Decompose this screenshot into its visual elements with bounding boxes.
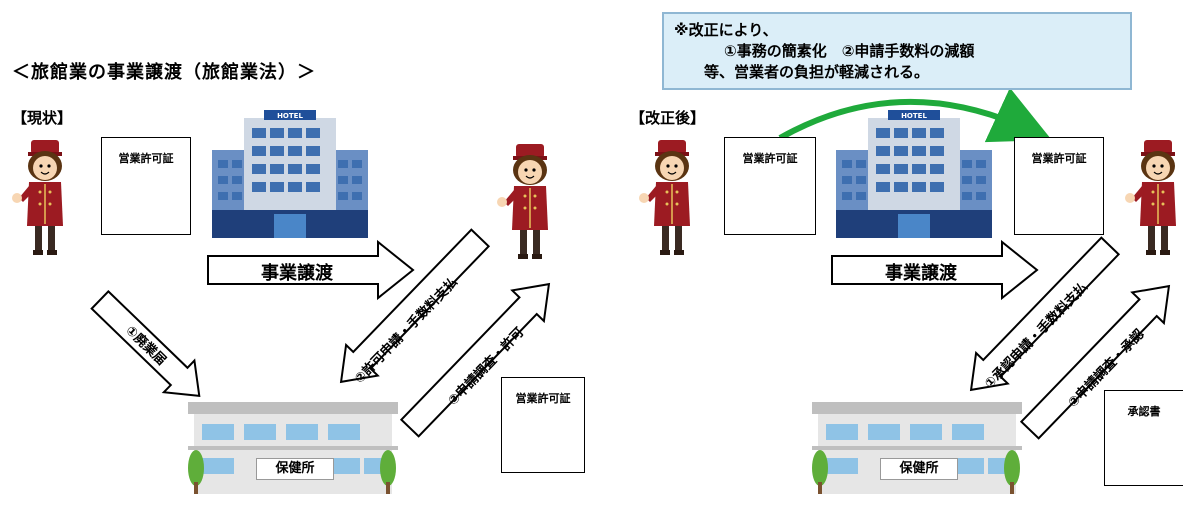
right-hotel-sign: HOTEL [901,112,927,120]
right-health-center-label: 保健所 [880,458,958,480]
note-line-2: ①事務の簡素化 ②申請手数料の減額 [724,42,975,60]
left-previous-operator-figure [11,139,64,256]
left-step3-arrow [399,282,551,438]
right-step1-arrow [969,236,1121,392]
left-transfer-label: 事業譲渡 [261,263,333,284]
right-approval-document: 承認書 [1104,390,1183,486]
revision-note-box: ※改正により、 ①事務の簡素化 ②申請手数料の減額 等、営業者の負担が軽減される… [662,12,1132,90]
left-section-label: 【現状】 [12,109,73,127]
left-hotel-illustration [212,110,368,238]
left-health-center-label: 保健所 [256,458,334,480]
diagram-title: ＜旅館業の事業譲渡（旅館業法）＞ [12,62,316,83]
note-line-3: 等、営業者の負担が軽減される。 [704,63,930,81]
left-hotel-sign: HOTEL [277,112,303,120]
right-license-carryover-arrow [778,87,1052,143]
right-license-document-from: 営業許可証 [724,137,816,235]
right-license-document-to: 営業許可証 [1014,137,1104,235]
right-transfer-arrow [831,239,1039,301]
left-new-operator-figure [496,143,549,260]
left-step1-arrow [90,289,201,397]
left-returned-license-document: 営業許可証 [501,377,585,473]
right-section-label: 【改正後】 [630,109,706,127]
left-health-center-building [188,402,398,494]
right-previous-operator-figure [638,139,691,256]
right-transfer-label: 事業譲渡 [885,263,957,284]
left-transfer-arrow [207,239,415,301]
right-step2-arrow [1019,284,1171,440]
left-license-document: 営業許可証 [101,137,191,235]
note-line-1: ※改正により、 [674,21,778,39]
right-hotel-illustration [836,110,992,238]
right-health-center-building [812,402,1022,494]
left-step2-arrow [339,228,491,384]
right-new-operator-figure [1124,139,1177,256]
